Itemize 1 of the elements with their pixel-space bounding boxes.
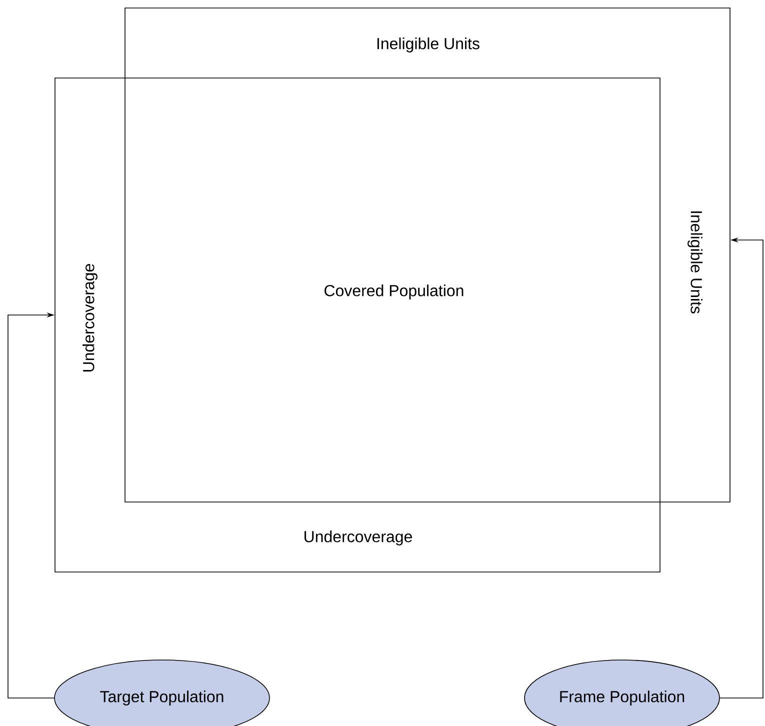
region-label: Covered Population	[324, 284, 464, 300]
